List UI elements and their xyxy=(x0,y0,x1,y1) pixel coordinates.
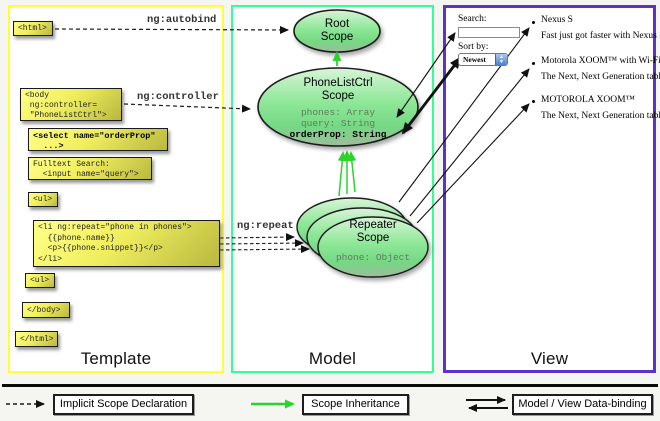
binding-arrow-phone-2 xyxy=(409,68,530,217)
code-box-fulltext: Fulltext Search: <input name="query"> xyxy=(28,157,152,180)
legend-separator-line xyxy=(2,384,658,387)
bullet-icon xyxy=(532,62,535,65)
phonelistctrl-scope-props: phones: Array query: String orderProp: S… xyxy=(258,107,418,140)
inheritance-arrow-repeater-3 xyxy=(347,151,357,193)
ng-autobind-label: ng:autobind xyxy=(147,14,217,26)
repeat-arrow-2 xyxy=(219,239,304,248)
prop-query: query: String xyxy=(300,118,376,129)
legend-databinding-box: Model / View Data-binding xyxy=(512,394,653,415)
prop-phones: phones: Array xyxy=(300,107,376,118)
repeater-scope-label: Repeater Scope xyxy=(349,219,397,244)
prop-orderprop: orderProp: String xyxy=(289,129,387,140)
template-column-label: Template xyxy=(80,349,152,368)
phone-item-name: Nexus S xyxy=(541,15,573,25)
code-box-li-repeat: <li ng:repeat="phone in phones"> {{phone… xyxy=(33,220,220,267)
view-column-label: View xyxy=(530,349,569,368)
autobind-arrow xyxy=(54,25,289,34)
legend-implicit-scope-box: Implicit Scope Declaration xyxy=(53,394,194,415)
code-box-body-open: <body ng:controller= "PhoneListCtrl"> xyxy=(20,88,122,121)
inheritance-arrow-repeater-1 xyxy=(337,151,347,197)
model-column-label: Model xyxy=(308,349,357,368)
phonelistctrl-scope-label: PhoneListCtrl Scope xyxy=(303,77,373,102)
phone-item-desc: Fast just got faster with Nexus S. xyxy=(541,31,660,41)
phone-item-desc: The Next, Next Generation tablet. xyxy=(541,111,660,121)
binding-arrow-phone-3 xyxy=(416,103,530,224)
sort-select-value: Newest xyxy=(463,55,486,64)
prop-phone: phone: Object xyxy=(335,252,411,263)
sort-select[interactable]: Newest ▲▼ xyxy=(458,53,508,66)
code-box-select: <select name="orderProp" ...> xyxy=(28,128,168,151)
bullet-icon xyxy=(532,100,535,103)
repeater-scope-ellipse-front xyxy=(317,216,429,278)
phone-item-desc: The Next, Next Generation tablet. xyxy=(541,72,660,82)
code-box-body-close: </body> xyxy=(22,302,70,318)
repeat-arrow-3 xyxy=(219,245,310,254)
code-box-html-open: <html> xyxy=(13,21,53,36)
binding-arrow-orderprop-sort xyxy=(401,56,462,135)
root-scope-label: Root Scope xyxy=(320,18,354,43)
code-box-html-close: </html> xyxy=(15,331,58,347)
phone-item-name: MOTOROLA XOOM™ xyxy=(541,95,635,105)
repeat-arrow-1 xyxy=(219,233,295,242)
search-input[interactable] xyxy=(458,27,520,38)
select-stepper-icon: ▲▼ xyxy=(495,54,507,65)
search-label: Search: xyxy=(458,14,487,24)
bullet-icon xyxy=(532,21,535,24)
phone-item-name: Motorola XOOM™ with Wi-Fi xyxy=(541,56,660,66)
sort-by-label: Sort by: xyxy=(458,42,489,52)
code-box-ul-close: <ul> xyxy=(25,273,55,288)
ng-controller-label: ng:controller xyxy=(137,91,219,103)
controller-arrow xyxy=(123,103,251,113)
ng-repeat-label: ng:repeat xyxy=(237,220,294,232)
repeater-scope-props: phone: Object xyxy=(313,252,433,263)
legend-scope-inheritance-box: Scope Inheritance xyxy=(302,394,409,415)
view-column xyxy=(443,5,656,373)
code-box-ul-open: <ul> xyxy=(28,192,58,207)
